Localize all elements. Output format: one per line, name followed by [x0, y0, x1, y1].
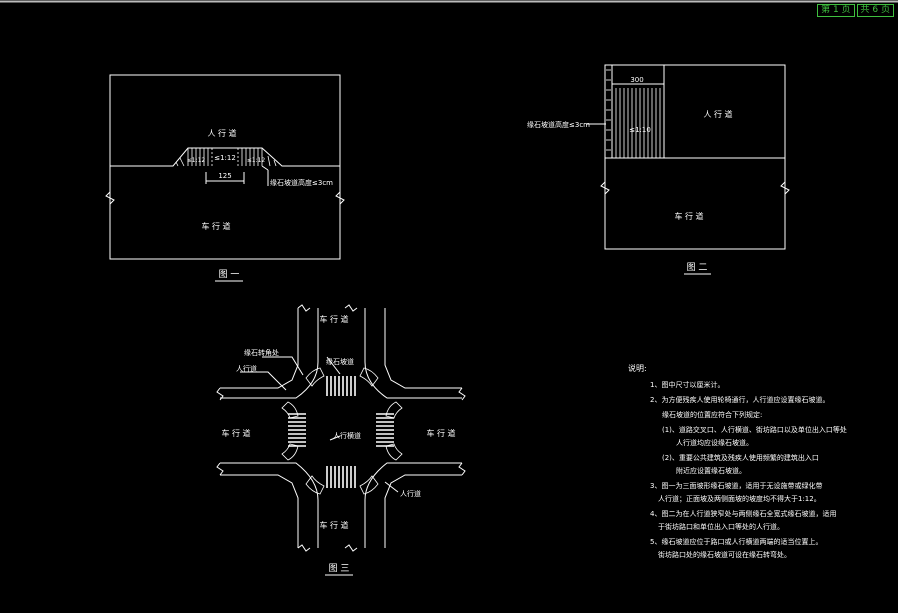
fig3-curb-se	[364, 462, 462, 548]
fig3-outer-edge-sw	[220, 474, 299, 548]
notes-block: 说明: 1、图中尺寸以厘米计。 2、为方便残疾人使用轮椅通行，人行道应设置缘石坡…	[628, 363, 847, 559]
fig3-crosswalk-bottom	[326, 466, 356, 488]
note-line: 2、为方便残疾人使用轮椅通行，人行道应设置缘石坡道。	[650, 395, 829, 404]
fig3-outer-edge-nw	[220, 308, 299, 389]
fig3-curb-sw	[220, 462, 319, 548]
fig3-break-left-top	[216, 387, 224, 401]
note-line: 5、缘石坡道应位于路口或人行横道两端的适当位置上。	[650, 537, 822, 546]
fig3-road-left: 车 行 道	[221, 428, 250, 438]
fig1-ramp-hatch	[175, 148, 277, 167]
fig1-frame	[109, 74, 341, 260]
fig1-curb-line	[110, 147, 340, 167]
note-line: 4、图二为在人行道狭窄处与两侧缘石全宽式缘石坡道，适用	[650, 509, 836, 518]
fig2-ramp-hatch	[606, 69, 661, 158]
fig3-outer-edge-ne	[384, 308, 462, 389]
figure-1	[105, 74, 345, 260]
fig3-label-ramp: 缘石坡道	[326, 357, 354, 366]
notes-title: 说明:	[628, 363, 647, 373]
total-pages-label[interactable]: 共 6 页	[856, 4, 894, 17]
fig2-dim-value: 300	[630, 76, 643, 84]
note-line: (1)、道路交叉口、人行横道、街坊路口以及单位出入口等处	[662, 425, 847, 434]
fig3-label-sidewalk-right: 人行道	[400, 489, 421, 498]
note-line: 于街坊路口和单位出入口等处的人行道。	[658, 522, 784, 531]
fig1-dim-value: 125	[218, 172, 231, 180]
fig3-leader-curb	[262, 356, 304, 376]
fig1-sidewalk-label: 人 行 道	[207, 128, 236, 138]
fig1-slope-left: ≤1:12	[187, 157, 206, 164]
fig3-break-left-bottom	[216, 462, 224, 476]
fig2-curb-note: 缘石坡道高度≤3cm	[527, 120, 590, 129]
note-line: 3、图一为三面坡形缘石坡道，适用于无设施带或绿化带	[650, 481, 822, 490]
fig3-road-top: 车 行 道	[319, 314, 348, 324]
fig1-break-mark-left	[105, 191, 115, 205]
fig3-road-right: 车 行 道	[426, 428, 455, 438]
fig2-roadway-label: 车 行 道	[674, 211, 703, 221]
fig3-break-bottom-left	[297, 544, 311, 552]
fig3-leader-sidewalk-l	[240, 371, 287, 391]
fig3-label-crosswalk: 人行横道	[333, 431, 361, 440]
fig3-label-sidewalk-left: 人行道	[236, 364, 257, 373]
fig3-outer-edge-se	[384, 474, 462, 548]
fig2-caption: 图 二	[687, 262, 708, 273]
fig1-caption: 图 一	[219, 269, 240, 280]
fig3-leader-ramp	[326, 356, 341, 375]
note-line: 人行道均应设缘石坡道。	[676, 438, 753, 447]
fig3-leader-crosswalk	[329, 435, 341, 441]
fig3-caption: 图 三	[329, 563, 350, 574]
fig2-slope: ≤1:10	[629, 126, 651, 134]
current-page-label[interactable]: 第 1 页	[817, 4, 855, 17]
fig3-label-curb: 缘石转角处	[244, 348, 279, 357]
fig1-curb-note: 缘石坡道高度≤3cm	[270, 178, 333, 187]
fig3-curb-nw	[220, 308, 319, 399]
fig2-sidewalk-label: 人 行 道	[703, 109, 732, 119]
note-line: 1、图中尺寸以厘米计。	[650, 380, 724, 389]
note-line: 人行道；正面坡及两侧面坡的坡度均不得大于1:12。	[658, 494, 821, 503]
fig3-crosswalk-top	[326, 376, 356, 396]
figure-3	[216, 304, 466, 552]
fig3-crosswalk-right	[376, 413, 394, 447]
fig3-curb-ne	[364, 308, 462, 399]
fig3-break-top-left	[297, 304, 311, 312]
fig1-slope-center: ≤1:12	[214, 154, 236, 162]
note-line: (2)、重要公共建筑及残疾人使用频繁的建筑出入口	[662, 453, 819, 462]
fig3-corner-ramps	[281, 367, 403, 495]
fig1-slope-right: ≤1:12	[247, 157, 266, 164]
fig3-break-top-right	[344, 304, 358, 312]
figure-2	[586, 64, 790, 250]
fig1-leader	[261, 165, 269, 171]
fig1-break-mark-right	[335, 191, 345, 205]
fig2-break-mark-right	[780, 181, 790, 195]
fig2-break-mark-left	[600, 181, 610, 195]
page-indicator: 第 1 页 共 6 页	[817, 4, 894, 17]
fig3-break-right-bottom	[458, 462, 466, 476]
fig3-crosswalk-left	[288, 413, 306, 447]
fig3-leader-sidewalk-r	[384, 481, 399, 493]
note-line: 街坊路口处的缘石坡道可设在缘石转弯处。	[658, 550, 791, 559]
fig3-break-right-top	[458, 387, 466, 401]
fig3-road-bottom: 车 行 道	[319, 520, 348, 530]
fig3-break-bottom-right	[344, 544, 358, 552]
fig1-roadway-label: 车 行 道	[201, 221, 230, 231]
note-line: 缘石坡道的位置应符合下列规定:	[662, 410, 762, 419]
fig2-frame	[604, 64, 786, 250]
note-line: 附近应设置缘石坡道。	[676, 466, 746, 475]
